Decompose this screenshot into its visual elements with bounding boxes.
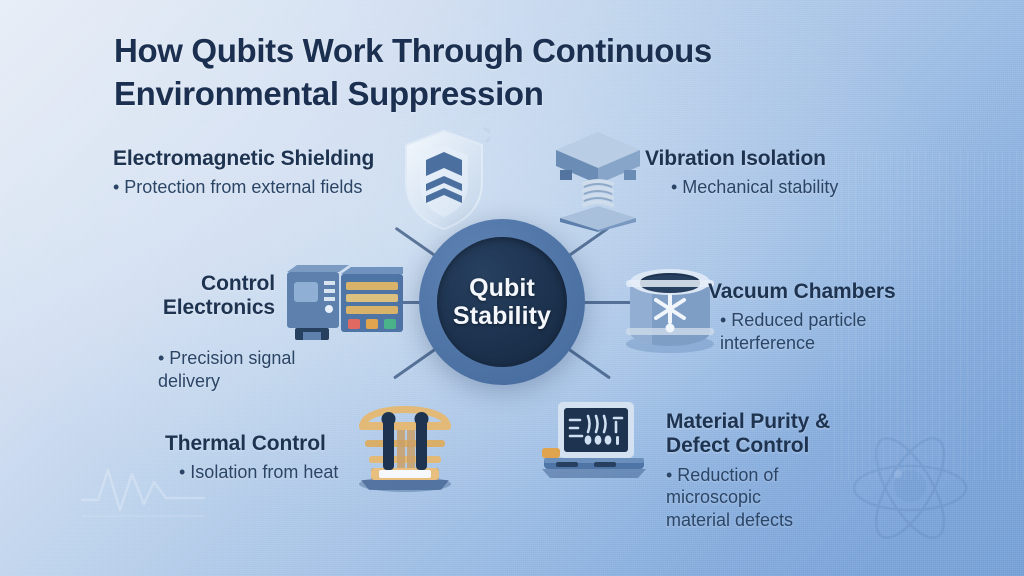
node-title-thermal-control: Thermal Control (165, 432, 326, 455)
vacuum-chamber-icon (620, 258, 720, 363)
node-thermal-control: Thermal Control • Isolation from heat (165, 432, 395, 484)
node-title-material-purity: Material Purity & Defect Control (666, 410, 831, 458)
shield-icon (398, 126, 497, 239)
node-title-vibration-isolation: Vibration Isolation (645, 147, 826, 170)
node-desc-material-purity: • Reduction of microscopic material defe… (666, 464, 794, 531)
laptop-waveform-icon (536, 398, 652, 489)
node-title-control-electronics: Control Electronics (162, 272, 275, 320)
node-title-vacuum-chambers: Vacuum Chambers (708, 280, 896, 303)
node-vibration-isolation: Vibration Isolation • Mechanical stabili… (645, 147, 945, 199)
node-title-electromagnetic-shielding: Electromagnetic Shielding (113, 147, 375, 170)
node-desc-electromagnetic-shielding: • Protection from external fields (113, 177, 363, 198)
node-control-electronics: Control Electronics (120, 272, 275, 321)
node-desc-control-electronics: • Precision signal delivery (158, 348, 296, 391)
spring-platform-icon (546, 126, 650, 237)
node-desc-vacuum-chambers: • Reduced particle interference (720, 310, 867, 354)
node-material-purity: Material Purity & Defect Control • Reduc… (666, 410, 916, 532)
central-hub-label: Qubit Stability (452, 273, 552, 331)
node-vacuum-chambers: Vacuum Chambers • Reduced particle inter… (708, 280, 948, 355)
cryostat-icon (345, 392, 465, 497)
node-desc-vibration-isolation: • Mechanical stability (671, 177, 839, 198)
central-hub-core: Qubit Stability (437, 237, 567, 367)
server-rack-icon (283, 262, 407, 351)
node-desc-thermal-control: • Isolation from heat (179, 462, 339, 483)
central-hub: Qubit Stability (419, 219, 585, 385)
node-desc-control-electronics-wrap: • Precision signal delivery (158, 347, 368, 392)
node-electromagnetic-shielding: Electromagnetic Shielding • Protection f… (113, 147, 423, 199)
page-title: How Qubits Work Through Continuous Envir… (114, 32, 712, 112)
